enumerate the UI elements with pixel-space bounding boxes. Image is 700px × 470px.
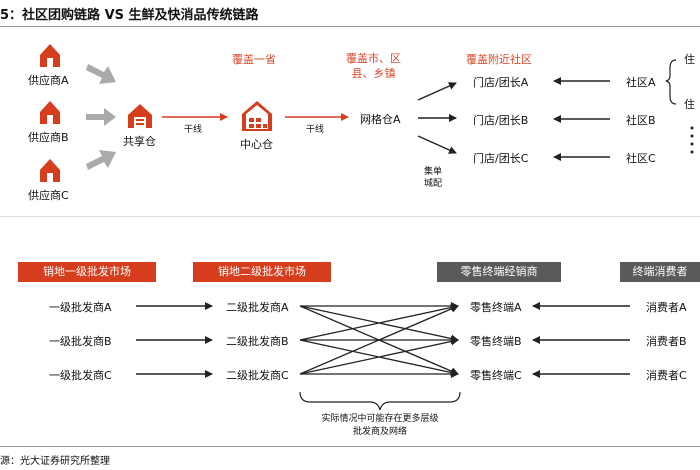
supplier-a-label: 供应商A [28,74,69,87]
supplier-flow-arrows [86,64,116,170]
level1-c-label: 一级批发商C [49,369,112,382]
store-b-label: 门店/团长B [473,114,529,127]
store-a-label: 门店/团长A [473,76,529,89]
consumer-to-retail-arrows [532,302,630,378]
level2-a-label: 二级批发商A [226,301,289,314]
distribution-note: 集单 城配 [424,167,443,189]
resident-label-2: 住 [684,98,695,111]
header-end-consumer: 终端消费者 [620,262,700,282]
store-c-label: 门店/团长C [473,152,529,165]
retail-c-label: 零售终端C [470,369,522,382]
shared-warehouse-icon [128,104,152,128]
supplier-b-icon [40,101,60,124]
central-warehouse-icon [242,101,272,131]
resident-label-1: 住 [684,53,695,66]
supplier-b-label: 供应商B [28,131,69,144]
header-level1-market: 销地一级批发市场 [18,262,156,282]
central-warehouse-label: 中心仓 [240,138,273,151]
level1-b-label: 一级批发商B [49,335,112,348]
level1-a-label: 一级批发商A [49,301,112,314]
header-level2-market: 销地二级批发市场 [193,262,331,282]
coverage-city-label: 覆盖市、区 县、乡镇 [346,52,401,80]
community-a-label: 社区A [626,76,656,89]
trunk-line-label-1: 干线 [184,125,203,135]
residents-dots-right [690,126,694,154]
coverage-province-label: 覆盖一省 [232,53,276,66]
residents-brace [665,59,677,105]
supplier-a-icon [40,44,60,67]
supplier-c-label: 供应商C [28,189,69,202]
section-divider [0,216,700,217]
level2-b-label: 二级批发商B [226,335,289,348]
retail-a-label: 零售终端A [470,301,522,314]
header-retail-distributor: 零售终端经销商 [437,262,561,282]
level1-to-level2-arrows [136,302,213,378]
source-rule [0,446,700,447]
network-brace [299,391,461,411]
consumer-b-label: 消费者B [646,335,687,348]
level2-to-retail-mesh [299,302,459,378]
shared-warehouse-label: 共享仓 [123,135,156,148]
retail-b-label: 零售终端B [470,335,522,348]
consumer-a-label: 消费者A [646,301,687,314]
community-to-store-arrows [553,77,610,161]
coverage-community-label: 覆盖附近社区 [466,53,532,66]
source-note: 源：光大证券研究所整理 [0,456,110,467]
title-rule [0,26,700,27]
community-b-label: 社区B [626,114,656,127]
supplier-c-icon [40,159,60,182]
community-c-label: 社区C [626,152,656,165]
grid-to-store-arrows [417,82,457,154]
network-note: 实际情况中可能存在更多层级 批发商及网络 [321,414,439,437]
trunk-line-label-2: 干线 [306,125,325,135]
consumer-c-label: 消费者C [646,369,687,382]
grid-warehouse-label: 网格仓A [360,113,401,126]
figure-title: 5：社区团购链路 VS 生鲜及快消品传统链路 [0,8,259,23]
level2-c-label: 二级批发商C [226,369,289,382]
